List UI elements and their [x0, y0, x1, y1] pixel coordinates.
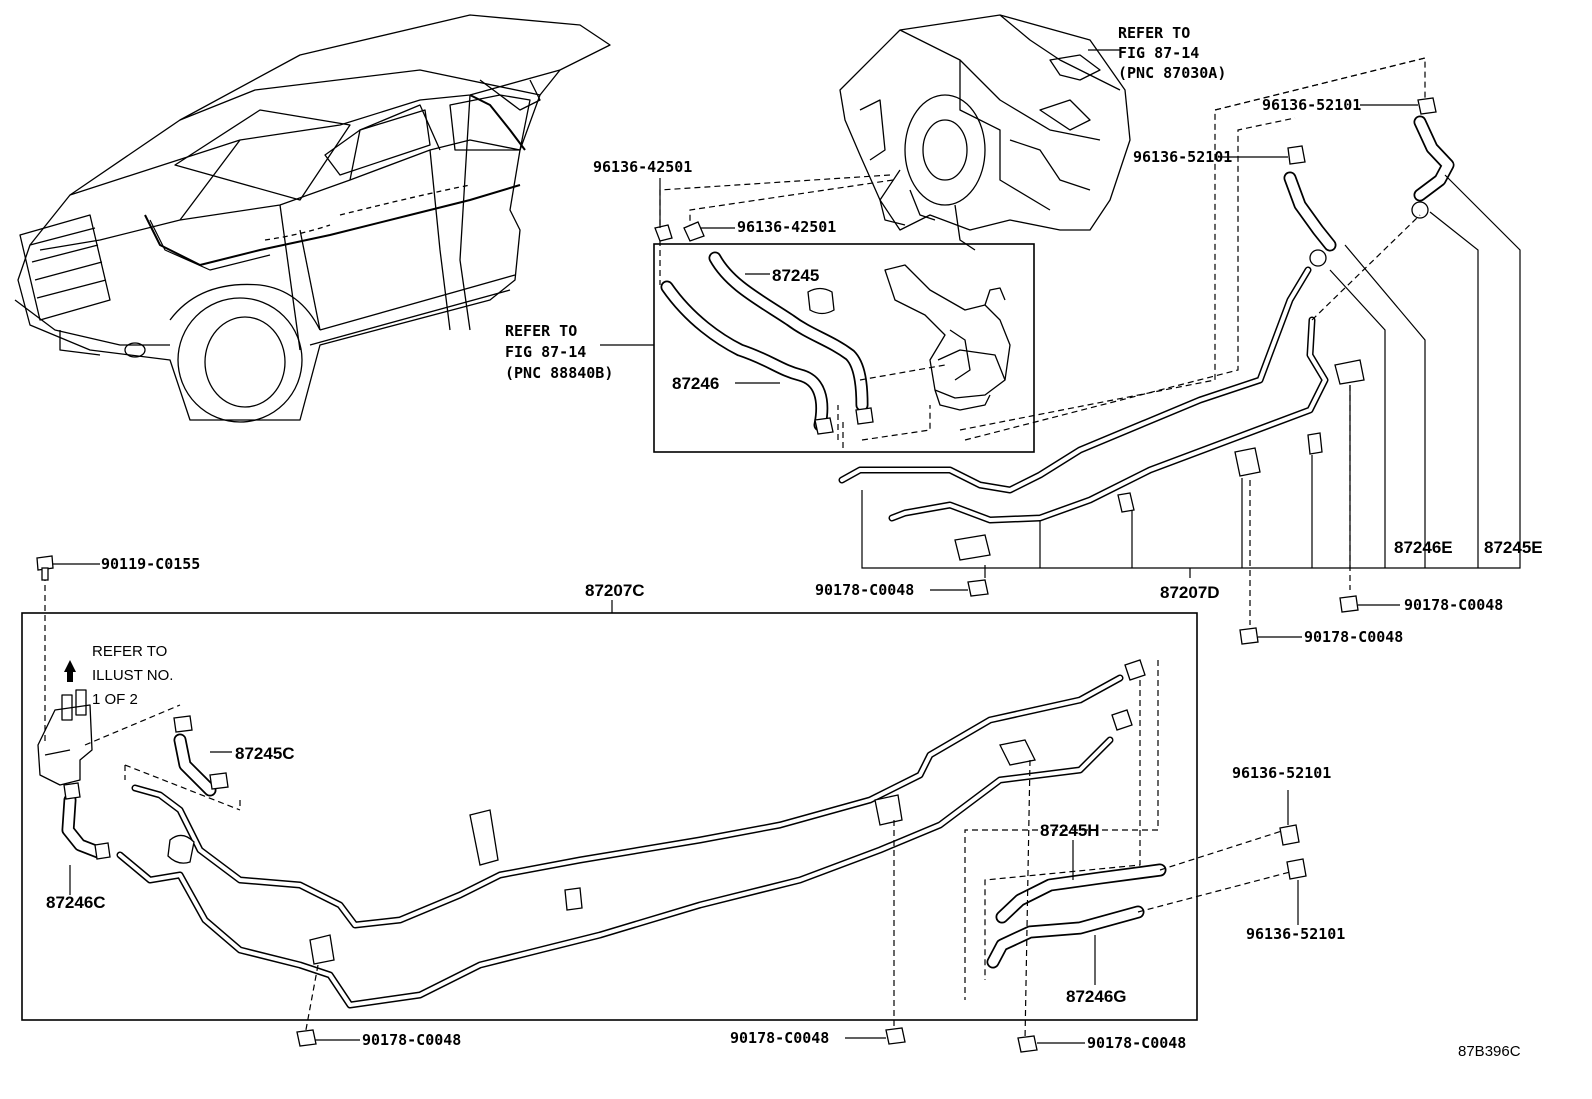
refer-87030a-line2: FIG 87-14	[1118, 44, 1199, 62]
pipe-assembly-87207c	[21, 555, 1307, 1053]
hose-clamp-icon	[173, 715, 193, 733]
part-labels: REFER TO FIG 87-14 (PNC 87030A) 96136-42…	[46, 24, 1543, 1060]
label-leader-lines	[53, 104, 1418, 1044]
nut-icon	[1339, 595, 1359, 613]
front-hose-group	[653, 57, 1426, 453]
pipe-bracket-icon	[954, 534, 991, 561]
arrow-up-icon	[64, 660, 76, 672]
part-label-87245c: 87245C	[235, 744, 295, 763]
hose-clamp-icon	[1287, 145, 1306, 165]
part-label-96136-52101-c: 96136-52101	[1232, 764, 1331, 782]
part-label-90119-c0155: 90119-C0155	[101, 555, 200, 573]
hose-clamp-icon	[807, 287, 835, 315]
pipe-bracket-icon	[1334, 359, 1365, 385]
nut-icon	[885, 1027, 906, 1045]
pipe-bracket-icon	[874, 794, 903, 826]
part-label-96136-52101-a: 96136-52101	[1262, 96, 1361, 114]
hose-clamp-icon	[1417, 97, 1437, 115]
part-label-90178-c0048-b: 90178-C0048	[1404, 596, 1503, 614]
pipe-bracket-icon	[309, 934, 335, 965]
nut-icon	[296, 1029, 317, 1047]
part-label-87246c: 87246C	[46, 893, 106, 912]
nut-icon	[967, 579, 989, 597]
bolt-icon	[36, 555, 54, 571]
part-label-87246g: 87246G	[1066, 987, 1127, 1006]
hose-clip-icon	[1124, 659, 1146, 681]
part-label-90178-c0048-f: 90178-C0048	[1087, 1034, 1186, 1052]
bolt-icon	[41, 567, 49, 581]
pipe-bracket-icon	[999, 739, 1036, 766]
hose-clamp-icon	[63, 782, 81, 800]
refer-88840b-line3: (PNC 88840B)	[505, 364, 613, 382]
hose-clamp-icon	[814, 417, 834, 435]
refer-illust-line3: 1 OF 2	[92, 691, 138, 708]
part-label-90178-c0048-d: 90178-C0048	[362, 1031, 461, 1049]
part-label-96136-42501-a: 96136-42501	[593, 158, 692, 176]
refer-88840b-line2: FIG 87-14	[505, 343, 586, 361]
hose-clip-icon	[1111, 709, 1133, 731]
hose-clip-icon	[654, 224, 673, 242]
part-label-90178-c0048-a: 90178-C0048	[815, 581, 914, 599]
refer-87030a-line3: (PNC 87030A)	[1118, 64, 1226, 82]
part-label-96136-52101-b: 96136-52101	[1133, 148, 1232, 166]
water-valve-illustration	[37, 689, 93, 786]
pipe-clip-icon	[1307, 432, 1323, 455]
part-label-87245: 87245	[772, 266, 819, 285]
part-label-87245e: 87245E	[1484, 538, 1543, 557]
water-valve-illustration	[884, 264, 1011, 411]
illustration-code: 87B396C	[1458, 1043, 1521, 1060]
refer-88840b-line1: REFER TO	[505, 322, 577, 340]
pipe-clip-icon	[1117, 492, 1135, 513]
refer-illust-line1: REFER TO	[92, 643, 167, 660]
vehicle-illustration	[14, 14, 611, 423]
part-label-87246e: 87246E	[1394, 538, 1453, 557]
part-label-87246: 87246	[672, 374, 719, 393]
pipe-bracket-icon	[469, 809, 499, 866]
hose-clamp-icon	[1279, 824, 1300, 846]
hose-clamp-icon	[1309, 249, 1327, 267]
part-label-96136-42501-b: 96136-42501	[737, 218, 836, 236]
pipe-assembly-87207d	[838, 57, 1521, 645]
refer-illust-line2: ILLUST NO.	[92, 667, 173, 684]
pipe-clip-icon	[564, 887, 583, 911]
hose-clamp-icon	[167, 834, 195, 864]
part-label-96136-52101-d: 96136-52101	[1246, 925, 1345, 943]
part-label-90178-c0048-c: 90178-C0048	[1304, 628, 1403, 646]
nut-icon	[1017, 1035, 1038, 1053]
hose-clamp-icon	[94, 842, 111, 860]
part-label-90178-c0048-e: 90178-C0048	[730, 1029, 829, 1047]
nut-icon	[1239, 627, 1259, 645]
refer-87030a-line1: REFER TO	[1118, 24, 1190, 42]
part-label-87245h: 87245H	[1040, 821, 1100, 840]
part-label-87207d: 87207D	[1160, 583, 1220, 602]
hose-clip-icon	[683, 221, 705, 242]
hose-clamp-icon	[1286, 858, 1307, 880]
heater-unit-illustration	[839, 14, 1131, 251]
hose-clamp-icon	[1411, 201, 1429, 219]
hose-clamp-icon	[855, 407, 874, 425]
pipe-bracket-icon	[1234, 447, 1261, 477]
part-label-87207c: 87207C	[585, 581, 645, 600]
hose-clamp-icon	[209, 772, 229, 790]
heater-leader-lines	[659, 49, 1120, 225]
